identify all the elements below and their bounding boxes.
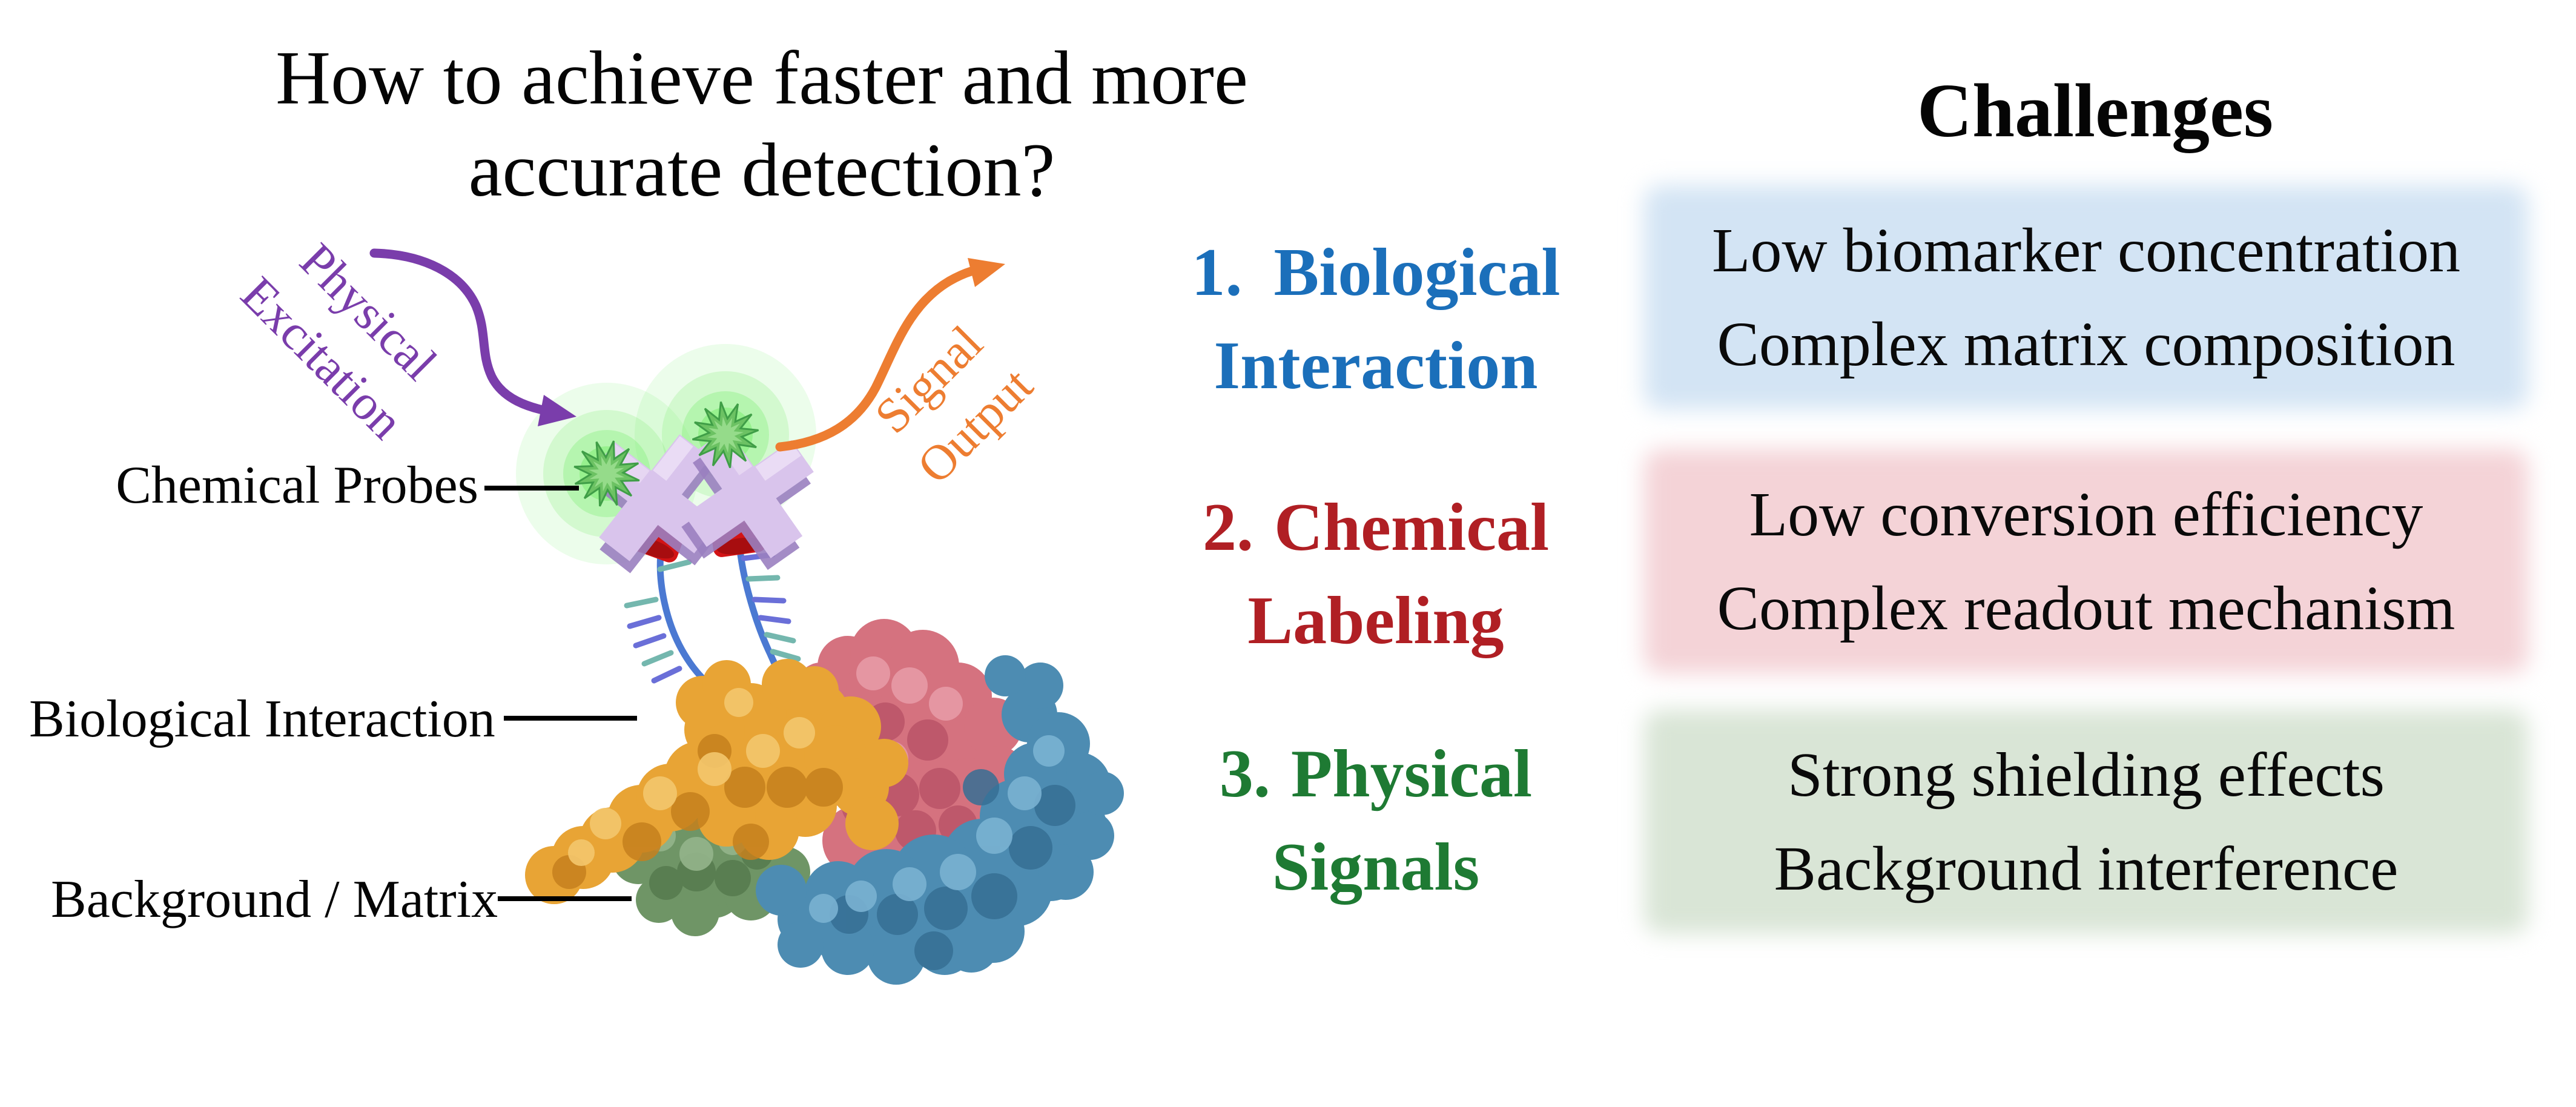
challenge-text-line: Strong shielding effects [1788,740,2385,810]
title-line-1: How to achieve faster and more [276,36,1248,121]
biological-interaction-callout: Biological Interaction [29,690,495,748]
item-number: 3. [1219,736,1270,811]
excitation-arrow-icon [369,248,576,426]
list-item-physical-signals: 3. Physical Signals [1103,727,1648,914]
item-number: 2. [1202,490,1253,565]
challenge-text-line: Low conversion efficiency [1749,480,2423,549]
item-name-line-1: Biological [1273,235,1560,310]
challenge-box-physical: Strong shielding effects Background inte… [1638,704,2534,940]
item-name-line-2: Signals [1272,830,1480,905]
challenge-text-line: Background interference [1774,834,2399,904]
title-line-2: accurate detection? [468,128,1055,213]
list-item-biological-interaction: 1. Biological Interaction [1103,226,1648,412]
protein-blue [756,655,1124,985]
chemical-probes-callout: Chemical Probes [116,456,478,515]
item-name-line-1: Physical [1290,736,1533,811]
background-matrix-callout: Background / Matrix [51,870,498,929]
challenges-heading: Challenges [1917,69,2274,153]
challenge-text-line: Low biomarker concentration [1712,216,2460,285]
challenge-box-background [1644,185,2528,409]
challenge-box-chemical: Low conversion efficiency Complex readou… [1638,443,2534,679]
protein-orange [525,659,908,904]
fluorophore-star-icon [573,401,759,507]
challenge-box-biological: Low biomarker concentration Complex matr… [1638,179,2534,415]
challenge-box-background [1644,710,2528,934]
item-number: 1. [1191,235,1243,310]
challenge-box-background [1644,449,2528,673]
page-title: How to achieve faster and more accurate … [217,33,1307,217]
challenge-text-line: Complex readout mechanism [1717,573,2455,643]
signal-arrow-icon [775,258,1005,452]
item-name-line-2: Interaction [1214,328,1538,403]
item-name-line-2: Labeling [1247,583,1504,658]
callout-line [484,486,637,901]
list-item-chemical-labeling: 2. Chemical Labeling [1103,481,1648,667]
dna-strand [624,544,806,688]
item-name-line-1: Chemical [1273,490,1550,565]
challenge-text-line: Complex matrix composition [1717,309,2455,379]
